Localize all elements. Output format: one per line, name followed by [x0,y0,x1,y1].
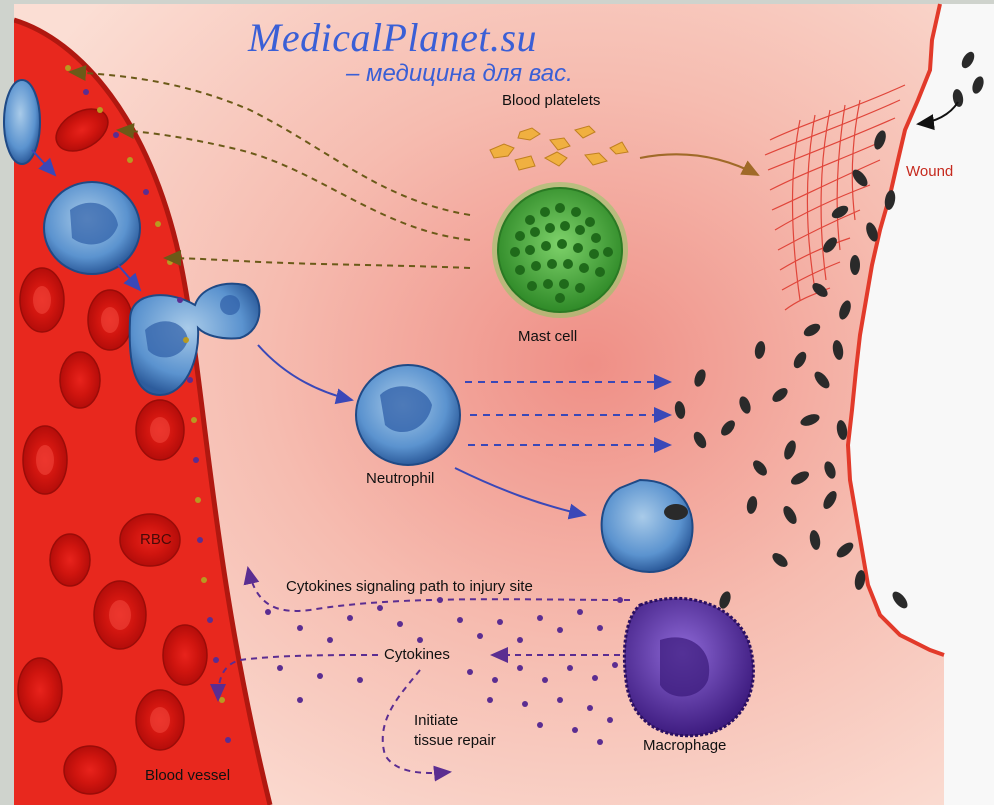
label-cytokines: Cytokines [384,646,450,663]
label-mast-cell: Mast cell [518,328,577,345]
label-initiate: Initiate [414,712,458,729]
label-blood-vessel: Blood vessel [145,767,230,784]
neutrophil-cell [356,365,460,465]
label-wound: Wound [906,163,953,180]
label-macrophage: Macrophage [643,737,726,754]
watermark-site: MedicalPlanet.su [248,14,537,61]
label-rbc: RBC [140,531,172,548]
label-blood-platelets: Blood platelets [502,92,600,109]
phagocytosing-neutrophil [602,480,693,572]
label-tissue-repair: tissue repair [414,732,496,749]
watermark-tagline: – медицина для вас. [346,60,573,88]
label-neutrophil: Neutrophil [366,470,434,487]
mast-cell [492,182,628,318]
label-cytokines-signaling: Cytokines signaling path to injury site [286,578,533,595]
